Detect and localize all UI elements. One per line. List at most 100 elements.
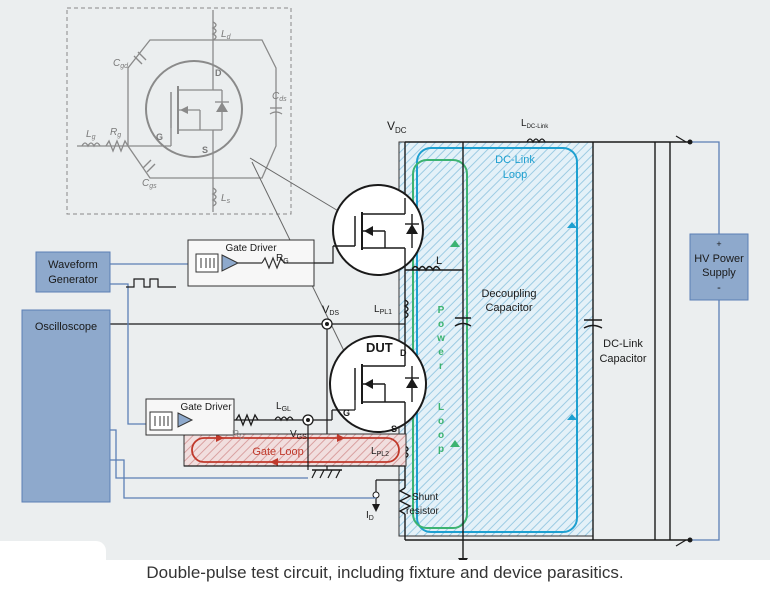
inset-dashed-frame: [66, 7, 292, 215]
decoupling-label-2: Capacitor: [485, 302, 532, 314]
waveform-generator-line2: Generator: [48, 274, 98, 286]
svg-text:e: e: [438, 347, 444, 358]
waveform-generator-block[interactable]: Waveform Generator: [35, 251, 111, 293]
inset-ld-label: Ld: [221, 29, 232, 41]
isolator-top-icon: [195, 253, 219, 273]
hv-supply-line1: HV Power: [694, 253, 744, 265]
inset-mosfet-circle: [145, 60, 243, 158]
dclink-loop-label-1: DC-Link: [495, 154, 535, 166]
inset-outer-wire-right: [213, 39, 277, 179]
svg-text:o: o: [438, 319, 444, 330]
lgl-label: LGL: [276, 401, 291, 413]
svg-text:p: p: [438, 444, 444, 455]
double-pulse-waveform-icon: [126, 278, 176, 288]
top-rg-resistor: [261, 256, 285, 270]
power-loop-arrow-up-2: [450, 440, 460, 447]
ldclink-label: LDC-Link: [521, 118, 549, 130]
dclink-cap-label-2: Capacitor: [599, 353, 646, 365]
dut-label: DUT: [366, 340, 393, 355]
dclink-loop-arrow-up: [567, 222, 577, 228]
power-loop-path: [412, 159, 468, 529]
ground-icon: [311, 469, 342, 479]
dut-mosfet: [329, 335, 427, 436]
gate-loop-path: [191, 437, 400, 463]
dut-pin-g: G: [343, 408, 350, 418]
inset-ld-inductor: [211, 21, 217, 41]
inset-pointer-top: [249, 157, 341, 213]
dclink-region: [398, 141, 594, 537]
inset-ls-inductor: [211, 187, 217, 207]
inset-lg-inductor: [81, 142, 101, 148]
driver-amp-top-icon: [221, 254, 240, 272]
rg-top-label: RG: [276, 253, 289, 265]
id-arrow-icon: [372, 504, 380, 512]
inset-cgs-label: Cgs: [142, 178, 157, 190]
gate-driver-bottom[interactable]: Gate Driver: [145, 398, 235, 436]
corner-mask: [0, 541, 106, 563]
dut-pin-s: S: [391, 424, 397, 434]
parasitic-inset: Cgd Cds Cgs Lg Rg Ld Ls D G S: [66, 7, 348, 358]
id-label: ID: [366, 510, 374, 522]
waveform-generator-line1: Waveform: [48, 259, 98, 271]
inset-pin-g: G: [156, 132, 163, 142]
load-inductor-l: [411, 265, 441, 272]
oscilloscope-block[interactable]: Oscilloscope: [21, 309, 111, 503]
inset-cgs-capacitor: [142, 159, 156, 173]
hv-power-supply-block[interactable]: + HV Power Supply -: [689, 233, 749, 301]
gate-loop-arrow-2: [337, 434, 345, 442]
oscilloscope-label: Oscilloscope: [35, 321, 97, 333]
isolator-bottom-icon: [149, 411, 173, 431]
svg-text:o: o: [438, 416, 444, 427]
vds-label: VDS: [322, 304, 339, 317]
gate-loop-arrow-1: [216, 434, 224, 442]
upper-body-diode-icon: [406, 224, 418, 234]
lpl2-label: LPL2: [371, 446, 389, 458]
gate-driver-bottom-label: Gate Driver: [180, 402, 232, 413]
power-loop-label: P o w e r L o o p: [436, 305, 445, 455]
driver-amp-bottom-icon: [177, 412, 194, 428]
gate-driver-top[interactable]: Gate Driver: [187, 239, 334, 287]
hv-supply-line2: Supply: [702, 267, 736, 279]
inset-ls-label: Ls: [221, 193, 231, 205]
inset-cds-label: Cds: [272, 91, 287, 103]
l-label: L: [436, 255, 442, 267]
shunt-label-2: resistor: [406, 506, 439, 517]
lpl1-inductor: [403, 299, 409, 319]
decoupling-label-1: Decoupling: [481, 288, 536, 300]
inset-cgd-label: Cgd: [113, 58, 129, 70]
vgs-label: VGS: [290, 429, 307, 441]
dclink-loop-path: [416, 147, 578, 533]
inset-body-diode-icon: [216, 102, 228, 112]
vdc-label: VDC: [387, 119, 407, 135]
inset-outer-wire: [127, 39, 213, 179]
ldclink-inductor: [526, 138, 546, 144]
hv-supply-minus: -: [717, 282, 721, 294]
inset-rg-resistor: [105, 139, 129, 153]
rg-bottom-label: RG: [232, 429, 245, 441]
dclink-cap-label-1: DC-Link: [603, 338, 643, 350]
lpl1-label: LPL1: [374, 304, 392, 316]
dclink-loop-label-2: Loop: [503, 169, 527, 181]
inset-lg-label: Lg: [86, 129, 96, 141]
decoupling-capacitor-symbol: [454, 317, 472, 327]
shunt-resistor: [372, 479, 412, 540]
main-wiring: [404, 141, 690, 560]
dclink-loop-arrow-up-2: [567, 414, 577, 420]
inset-rg-label: Rg: [110, 127, 121, 139]
hv-terminals: [675, 135, 693, 547]
lgl-inductor: [274, 416, 294, 422]
upper-mosfet: [332, 184, 424, 276]
bottom-rg-resistor: [235, 413, 259, 427]
dut-pin-d: D: [400, 348, 407, 358]
svg-text:P: P: [438, 305, 445, 316]
gate-loop-label: Gate Loop: [252, 446, 303, 458]
svg-text:r: r: [439, 361, 443, 372]
dut-body-diode-icon: [406, 378, 418, 388]
signal-wiring: [110, 141, 720, 541]
dclink-capacitor-symbol: [583, 319, 603, 329]
inset-pin-s: S: [202, 145, 208, 155]
shunt-label-1: Shunt: [412, 492, 438, 503]
inset-pin-d: D: [215, 68, 222, 78]
